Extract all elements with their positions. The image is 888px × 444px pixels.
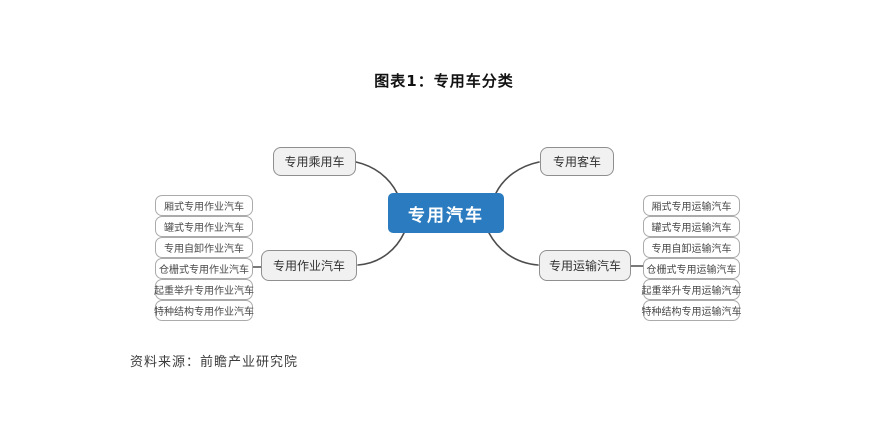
- edge-central-to-bus: [495, 161, 540, 194]
- central-node: 专用汽车: [388, 193, 504, 233]
- edge-central-to-transport: [488, 232, 539, 266]
- leaf-node: 特种结构专用作业汽车: [154, 300, 254, 321]
- leaf-node: 厢式专用运输汽车: [643, 195, 740, 216]
- leaf-node: 专用自卸作业汽车: [155, 237, 253, 258]
- edge-central-to-passenger-car: [355, 161, 398, 194]
- edge-central-to-operation: [357, 232, 405, 266]
- leaf-node: 罐式专用运输汽车: [643, 216, 740, 237]
- leaf-node: 专用自卸运输汽车: [643, 237, 740, 258]
- branch-special-bus: 专用客车: [540, 147, 614, 176]
- source-note: 资料来源：前瞻产业研究院: [130, 355, 299, 370]
- figure-title: 图表1：专用车分类: [374, 72, 514, 90]
- branch-special-operation-vehicle: 专用作业汽车: [261, 250, 357, 281]
- leaf-node: 仓栅式专用作业汽车: [155, 258, 253, 279]
- branch-special-transport-vehicle: 专用运输汽车: [539, 250, 631, 281]
- leaf-node: 起重举升专用运输汽车: [642, 279, 742, 300]
- leaf-node: 罐式专用作业汽车: [155, 216, 253, 237]
- branch-special-passenger-car: 专用乘用车: [273, 147, 356, 176]
- leaf-node: 厢式专用作业汽车: [155, 195, 253, 216]
- leaf-node: 仓栅式专用运输汽车: [643, 258, 740, 279]
- leaf-node: 起重举升专用作业汽车: [154, 279, 254, 300]
- leaf-node: 特种结构专用运输汽车: [642, 300, 742, 321]
